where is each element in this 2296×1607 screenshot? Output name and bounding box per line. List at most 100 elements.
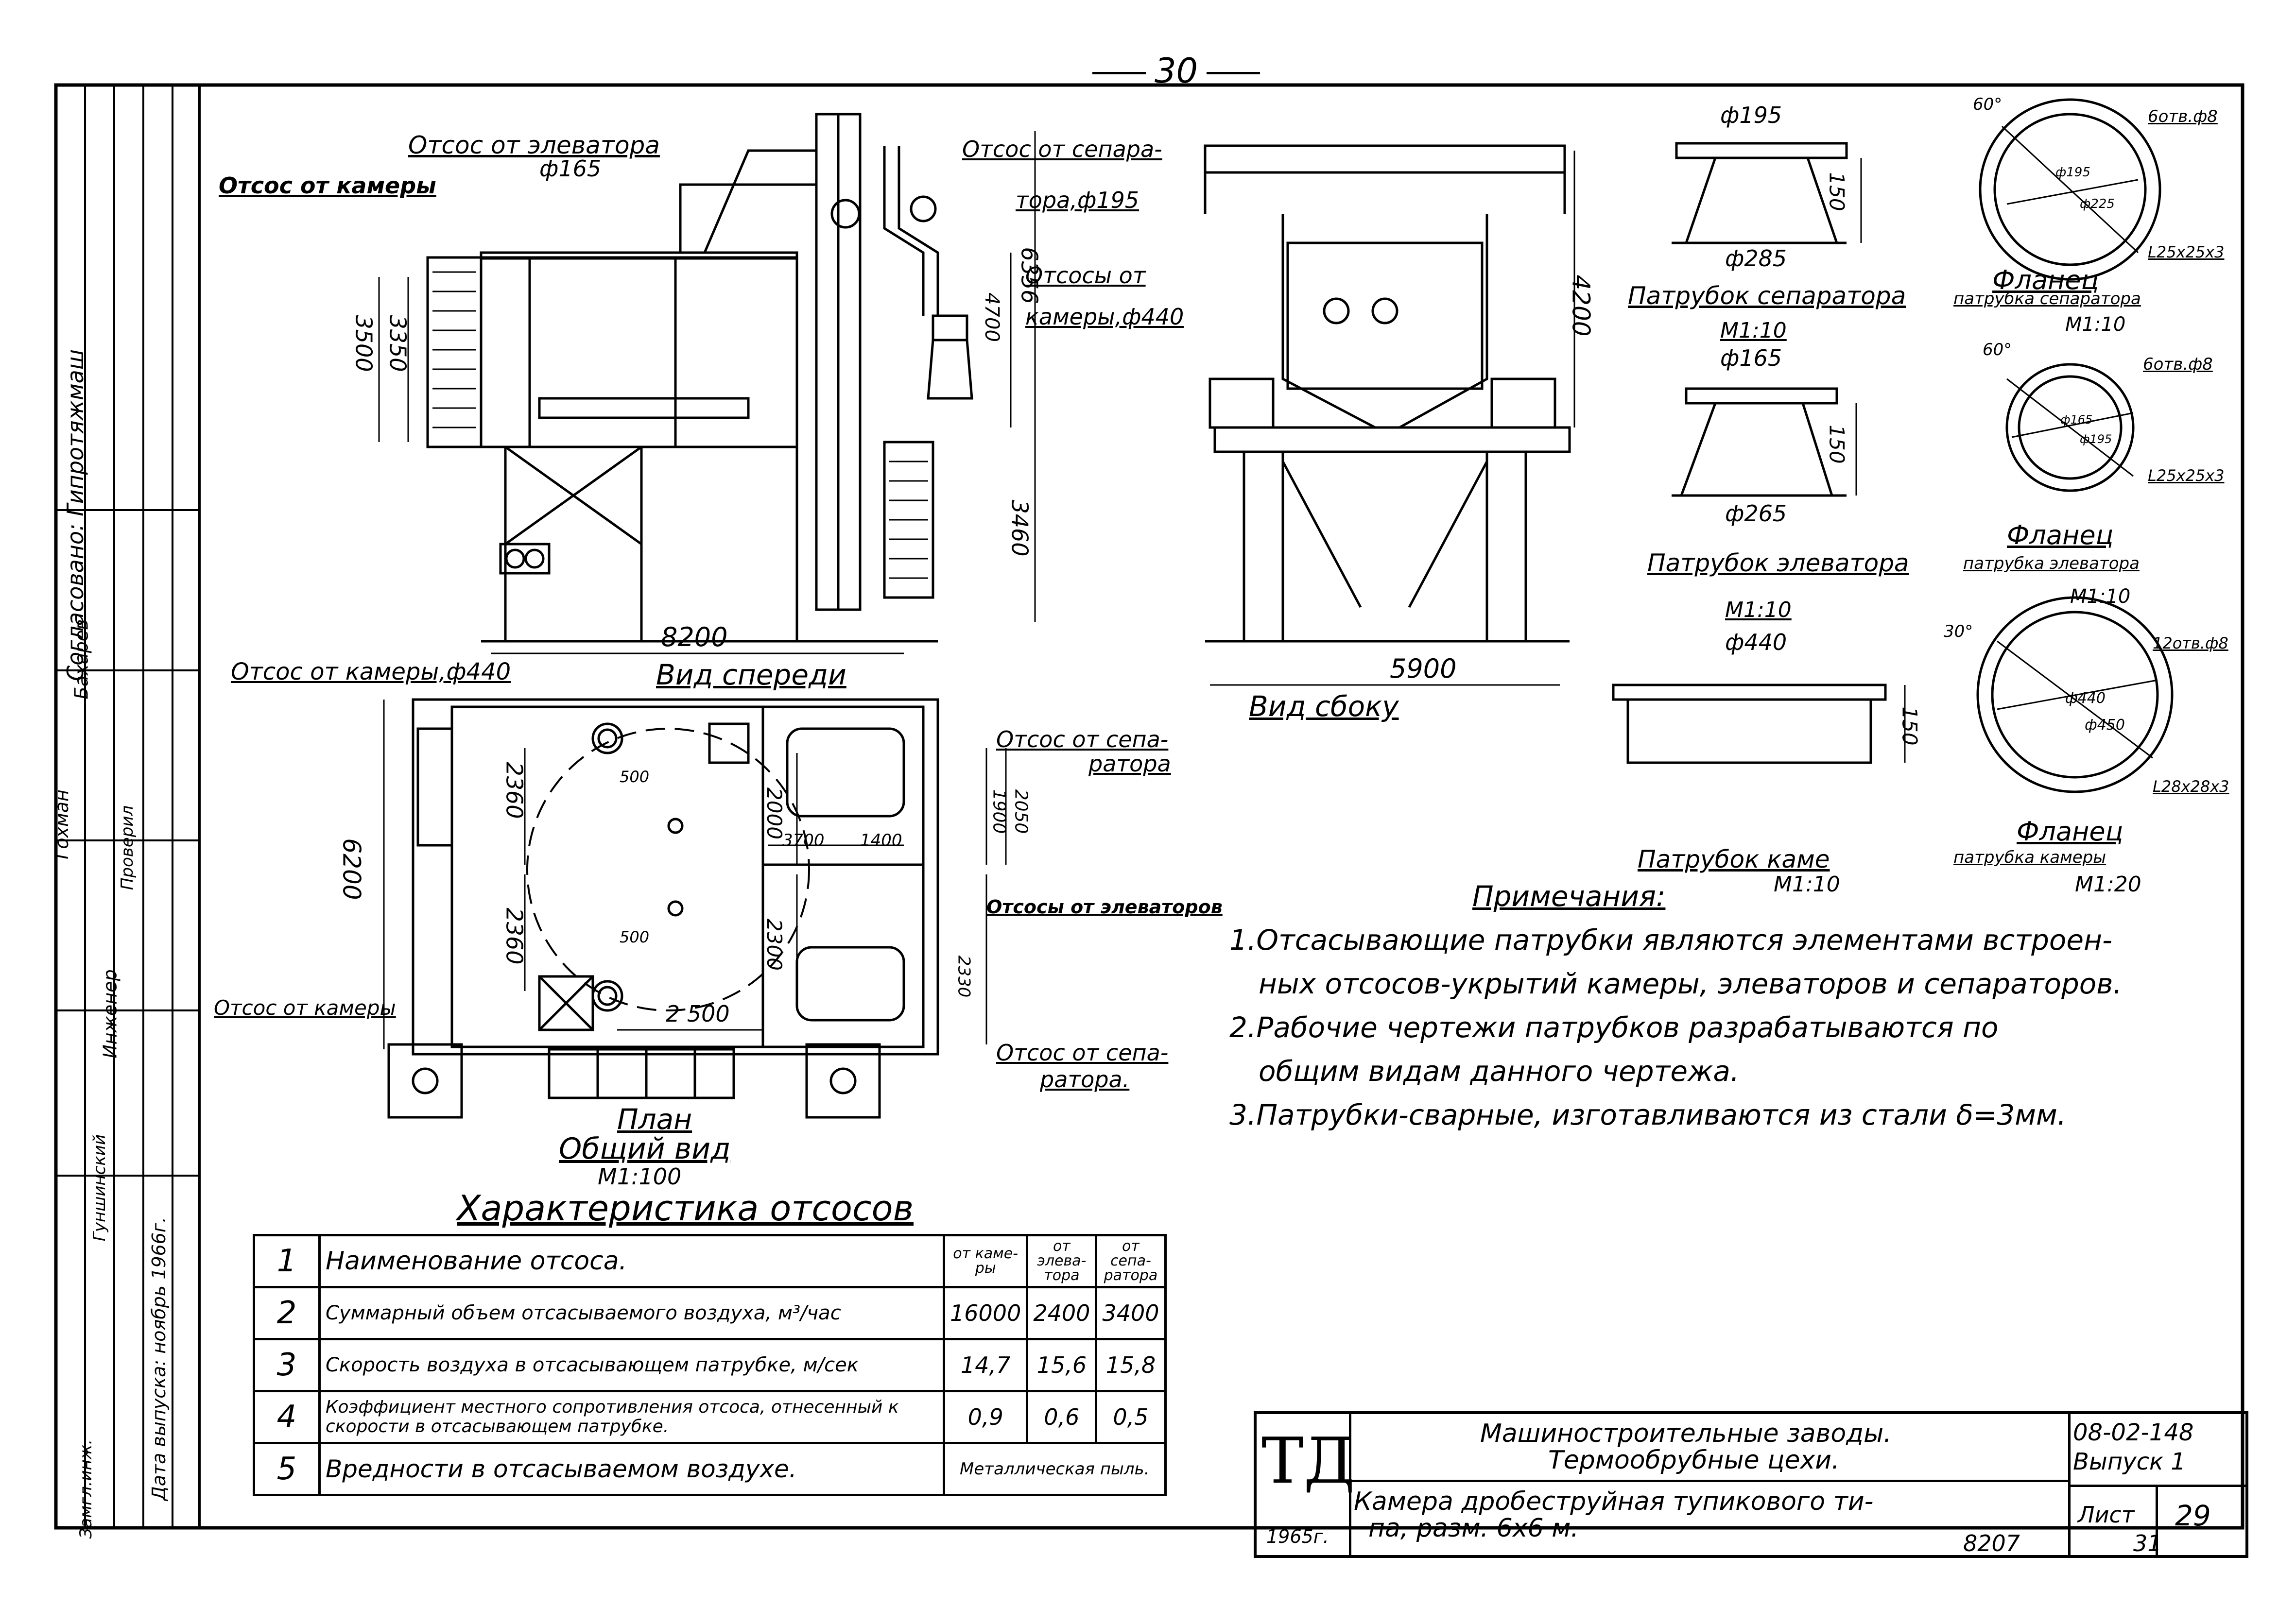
- cell-chamber: 16000: [942, 1286, 1029, 1340]
- notes-line-1: 1.Отсасывающие патрубки являются элемент…: [1229, 923, 2112, 957]
- row-number: 1: [253, 1234, 321, 1288]
- detail-3-dia-top: ф440: [1725, 629, 1787, 655]
- flange-1-holes: 6отв.ф8: [2148, 107, 2218, 126]
- row-desc: Наименование отсоса.: [318, 1234, 945, 1288]
- detail-1-height: 150: [1825, 172, 1849, 211]
- col-head-separator: от сепа-ратора: [1095, 1234, 1167, 1288]
- flange-3-holes: 12отв.ф8: [2153, 634, 2228, 652]
- dim-3700: 3700: [782, 831, 825, 850]
- label-general-scale: М1:100: [598, 1163, 682, 1190]
- flange-3-profile: L28x28x3: [2153, 777, 2229, 796]
- flange-3-sub: патрубка камеры: [1953, 848, 2106, 867]
- side-col-2-b: Бахарев: [70, 619, 92, 700]
- notes-title: Примечания:: [1472, 880, 1666, 913]
- flange-1-scale: М1:10: [2065, 313, 2126, 336]
- label-plan: План: [617, 1103, 692, 1136]
- callout-plan-separator-b: Отсос от сепа-: [996, 1040, 1169, 1066]
- flange-2-name: Фланец: [2007, 520, 2114, 550]
- row-number: 5: [253, 1442, 321, 1496]
- flange-1-d2: ф225: [2080, 197, 2115, 211]
- side-col-4-a: Замгл.инж.: [76, 1439, 96, 1539]
- stamp-title-2: па, разм. 6х6 м.: [1368, 1514, 1579, 1543]
- title-block: ТД 1965г. Машиностроительные заводы. Тер…: [1254, 1411, 2248, 1558]
- col-head-elevator: от элева-тора: [1026, 1234, 1098, 1288]
- table-title: Характеристика отсосов: [457, 1188, 914, 1229]
- dim-5900: 5900: [1390, 653, 1457, 684]
- dim-2500: 2 500: [666, 1001, 730, 1027]
- flange-3-name: Фланец: [2017, 816, 2123, 847]
- detail-2-dia-top: ф165: [1720, 345, 1782, 371]
- callout-elevator: Отсос от элеватора: [408, 131, 660, 159]
- flange-3-scale: М1:20: [2075, 872, 2141, 897]
- dim-6356: 6356: [1016, 247, 1043, 304]
- detail-3-height: 150: [1898, 706, 1922, 746]
- row-number: 3: [253, 1338, 321, 1392]
- side-block-grid: [56, 85, 199, 1528]
- plan-view: [383, 698, 1007, 1119]
- characteristics-table: 1 Наименование отсоса. от каме-ры от эле…: [253, 1234, 1167, 1496]
- flange-1-d1: ф195: [2055, 165, 2090, 180]
- callout-plan-separator-a: Отсос от сепа-: [996, 726, 1169, 752]
- cell-separator: 15,8: [1095, 1338, 1167, 1392]
- stamp-org-2: Термообрубные цехи.: [1548, 1446, 1840, 1475]
- side-col-2-label: Гохман: [51, 789, 72, 859]
- callout-elevator-dia: ф165: [539, 155, 602, 182]
- detail-1-dia-bot: ф285: [1725, 245, 1787, 272]
- stamp-issue: Выпуск 1: [2073, 1448, 2186, 1475]
- label-side-view: Вид сбоку: [1249, 690, 1399, 723]
- detail-2-scale: М1:10: [1725, 598, 1792, 622]
- flange-3-d2: ф450: [2085, 717, 2125, 734]
- side-col-3-b: Проверил: [118, 805, 138, 890]
- callout-plan-elevators: Отсосы от элеваторов: [986, 896, 1223, 918]
- dim-2050: 2050: [1011, 789, 1031, 834]
- dim-3500: 3500: [350, 315, 377, 372]
- detail-2-dia-bot: ф265: [1725, 500, 1787, 527]
- bottom-right-number: 31: [2133, 1530, 2162, 1556]
- cell-separator: 3400: [1095, 1286, 1167, 1340]
- dim-1400: 1400: [860, 831, 902, 850]
- side-col-4-date: Дата выпуска: ноябрь 1966г.: [148, 1217, 170, 1501]
- dim-8200: 8200: [661, 622, 728, 652]
- row-desc: Вредности в отсасываемом воздухе.: [318, 1442, 945, 1496]
- flanges: [1976, 98, 2174, 793]
- dim-1900: 1900: [989, 789, 1009, 834]
- table-row: 4 Коэффициент местного сопротивления отс…: [253, 1390, 1167, 1444]
- callout-chamber-front: Отсос от камеры: [219, 172, 436, 199]
- cell-chamber: 0,9: [942, 1390, 1029, 1444]
- flange-1-angle: 60°: [1973, 95, 2003, 114]
- callout-separator-front-2: тора,ф195: [1016, 187, 1139, 213]
- side-view: [1204, 144, 1575, 686]
- front-view: [378, 113, 1036, 654]
- cell-elevator: 0,6: [1026, 1390, 1098, 1444]
- flange-1-sub: патрубка сепаратора: [1953, 289, 2141, 308]
- row-desc: Коэффициент местного сопротивления отсос…: [318, 1390, 945, 1444]
- dim-500b: 500: [620, 928, 650, 946]
- notes-line-5: 3.Патрубки-сварные, изготавливаются из с…: [1229, 1098, 2067, 1131]
- detail-2-name: Патрубок элеватора: [1647, 549, 1909, 577]
- flange-2-sub: патрубка элеватора: [1963, 554, 2140, 573]
- detail-2-height: 150: [1825, 425, 1849, 464]
- callout-chamber-side: Отсосы от: [1025, 262, 1146, 289]
- row-desc: Суммарный объем отсасываемого воздуха, м…: [318, 1286, 945, 1340]
- detail-3-scale: М1:10: [1774, 872, 1840, 897]
- stamp-sheet: 29: [2175, 1499, 2211, 1532]
- table-row: 2 Суммарный объем отсасываемого воздуха,…: [253, 1286, 1167, 1340]
- stamp-org-1: Машиностроительные заводы.: [1480, 1419, 1892, 1448]
- stamp-year: 1965г.: [1266, 1526, 1329, 1547]
- detail-3-name: Патрубок каме: [1638, 845, 1830, 873]
- flange-2-angle: 60°: [1983, 340, 2012, 359]
- flange-3-angle: 30°: [1944, 622, 1973, 641]
- flange-3-d1: ф440: [2065, 690, 2106, 707]
- callout-plan-chamber: Отсос от камеры: [214, 996, 396, 1020]
- page-number: 30: [1084, 51, 1269, 91]
- flange-2-d1: ф165: [2060, 413, 2093, 427]
- callout-separator-front: Отсос от сепара-: [962, 136, 1162, 162]
- dim-3460: 3460: [1006, 499, 1033, 557]
- nozzle-details: [1612, 142, 1906, 764]
- detail-1-dia-top: ф195: [1720, 102, 1782, 128]
- side-col-5-a: Гуншинский: [90, 1134, 110, 1242]
- table-row: 3 Скорость воздуха в отсасывающем патруб…: [253, 1338, 1167, 1392]
- row-number: 2: [253, 1286, 321, 1340]
- notes-line-2: ных отсосов-укрытий камеры, элеваторов и…: [1259, 967, 2122, 1000]
